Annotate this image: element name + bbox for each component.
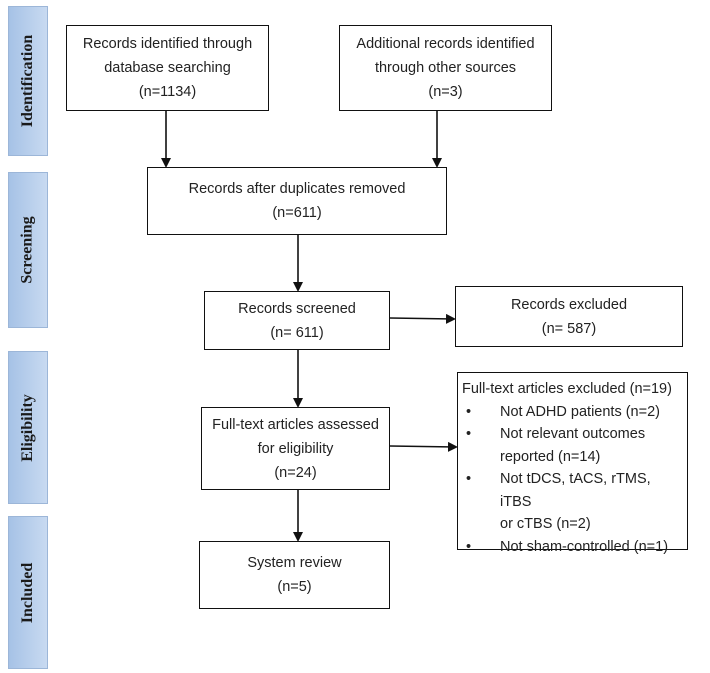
phase-identification: Identification xyxy=(8,6,48,156)
prisma-flow-diagram: Identification Screening Eligibility Inc… xyxy=(8,0,710,673)
bullet-icon: • xyxy=(466,403,472,420)
database-records-count: (n=1134) xyxy=(138,84,197,100)
phase-identification-label: Identification xyxy=(19,34,37,128)
after-duplicates-box: Records after duplicates removed (n=611) xyxy=(147,167,447,235)
exclusion-reason-item: • Not relevant outcomes reported (n=14) xyxy=(462,423,679,468)
flow-arrows xyxy=(161,110,458,542)
phase-eligibility-label: Eligibility xyxy=(19,393,37,462)
records-excluded-line: Records excluded xyxy=(510,296,628,313)
exclusion-reason-text: or cTBS (n=2) xyxy=(500,516,591,532)
fulltext-assessed-line: for eligibility xyxy=(257,440,334,457)
exclusion-reason-text: Not relevant outcomes xyxy=(500,426,646,442)
exclusion-reason-text: Not sham-controlled (n=1) xyxy=(500,538,669,555)
database-records-line: Records identified through xyxy=(82,36,253,52)
records-excluded-box: Records excluded (n= 587) xyxy=(455,286,683,347)
phase-included: Included xyxy=(8,516,48,669)
other-sources-line: Additional records identified xyxy=(356,36,535,52)
bullet-icon: • xyxy=(466,538,472,555)
exclusion-reason-item: • Not ADHD patients (n=2) xyxy=(462,401,679,424)
after-duplicates-line: Records after duplicates removed xyxy=(188,181,406,197)
exclusion-reason-item: • Not sham-controlled (n=1) xyxy=(462,536,679,559)
bullet-icon: • xyxy=(466,426,472,442)
phase-screening: Screening xyxy=(8,172,48,328)
database-records-box: Records identified through database sear… xyxy=(66,25,269,111)
exclusion-reason-text: Not tDCS, tACS, rTMS, iTBS xyxy=(500,471,651,510)
phase-screening-label: Screening xyxy=(19,216,37,284)
other-sources-line: through other sources xyxy=(374,60,517,76)
records-screened-count: (n= 611) xyxy=(270,324,324,341)
other-sources-box: Additional records identified through ot… xyxy=(339,25,552,111)
system-review-box: System review (n=5) xyxy=(199,541,390,609)
records-screened-box: Records screened (n= 611) xyxy=(204,291,390,350)
bullet-icon: • xyxy=(466,471,472,487)
records-excluded-count: (n= 587) xyxy=(541,320,597,337)
database-records-line: database searching xyxy=(104,60,231,76)
other-sources-count: (n=3) xyxy=(428,84,463,100)
fulltext-excluded-box: Full-text articles excluded (n=19) • Not… xyxy=(457,372,688,555)
exclusion-reasons-list: • Not ADHD patients (n=2) • Not relevant… xyxy=(462,401,679,559)
system-review-count: (n=5) xyxy=(277,579,312,595)
system-review-line: System review xyxy=(247,555,342,571)
phase-included-label: Included xyxy=(19,562,36,623)
fulltext-excluded-heading: Full-text articles excluded (n=19) xyxy=(462,381,672,397)
phase-eligibility: Eligibility xyxy=(8,351,48,504)
arrow-screened-to-excluded xyxy=(389,313,456,324)
fulltext-assessed-line: Full-text articles assessed xyxy=(212,416,379,433)
fulltext-assessed-box: Full-text articles assessed for eligibil… xyxy=(201,407,390,490)
records-screened-line: Records screened xyxy=(238,300,356,317)
exclusion-reason-text: Not ADHD patients (n=2) xyxy=(500,403,660,420)
after-duplicates-count: (n=611) xyxy=(272,205,322,221)
arrow-assessed-to-fulltext-excluded xyxy=(389,441,458,452)
exclusion-reason-text: reported (n=14) xyxy=(500,448,601,465)
exclusion-reason-item: • Not tDCS, tACS, rTMS, iTBS or cTBS (n=… xyxy=(462,468,679,536)
fulltext-assessed-count: (n=24) xyxy=(274,464,317,481)
